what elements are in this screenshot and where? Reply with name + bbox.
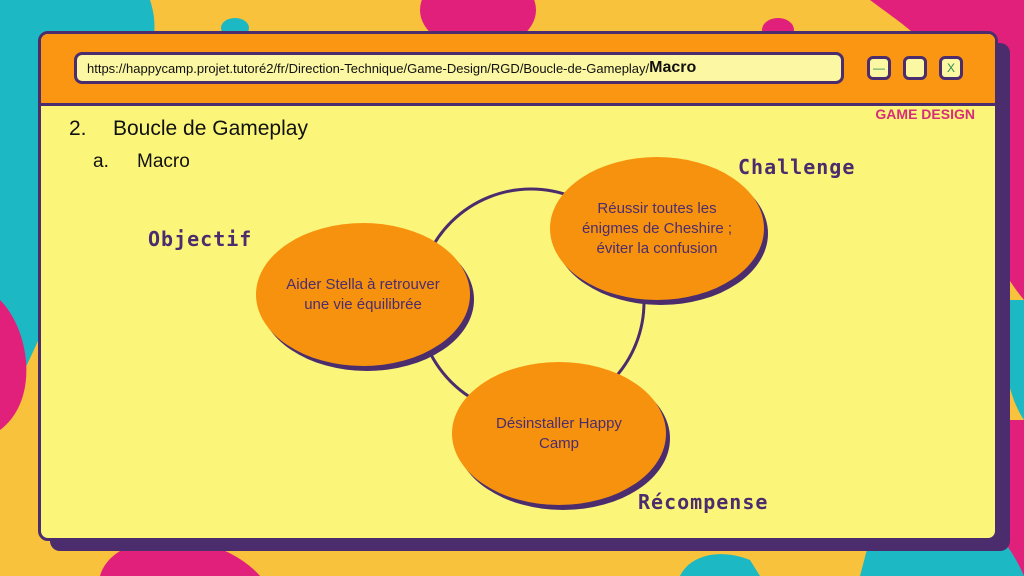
close-button[interactable]: X (939, 56, 963, 80)
window-titlebar: https://happycamp.projet.tutoré2/fr/Dire… (41, 34, 995, 106)
node-objectif-text: Aider Stella à retrouver une vie équilib… (286, 275, 440, 313)
section-tag: GAME DESIGN (875, 106, 975, 122)
label-challenge: Challenge (738, 155, 856, 179)
address-bar[interactable]: https://happycamp.projet.tutoré2/fr/Dire… (74, 52, 844, 84)
subheading-text: Macro (137, 151, 190, 172)
minimize-icon: — (873, 61, 885, 75)
node-recompense-text: Désinstaller Happy Camp (496, 414, 622, 452)
maximize-button[interactable] (903, 56, 927, 80)
url-current-page: Macro (649, 59, 697, 76)
label-objectif: Objectif (148, 227, 253, 251)
node-challenge-text: Réussir toutes les énigmes de Cheshire ;… (581, 199, 733, 257)
heading-text: Boucle de Gameplay (113, 117, 308, 140)
label-recompense: Récompense (638, 490, 769, 514)
heading-number: 2. (69, 117, 87, 140)
node-recompense: Désinstaller Happy Camp (452, 362, 666, 505)
page-subheading: a. Macro (93, 151, 190, 173)
browser-window: https://happycamp.projet.tutoré2/fr/Dire… (38, 31, 998, 541)
url-path: https://happycamp.projet.tutoré2/fr/Dire… (87, 60, 650, 76)
node-objectif: Aider Stella à retrouver une vie équilib… (256, 223, 470, 366)
minimize-button[interactable]: — (867, 56, 891, 80)
subheading-number: a. (93, 151, 109, 172)
page-heading: 2. Boucle de Gameplay (69, 117, 308, 141)
node-challenge: Réussir toutes les énigmes de Cheshire ;… (550, 157, 764, 300)
close-icon: X (946, 61, 955, 75)
